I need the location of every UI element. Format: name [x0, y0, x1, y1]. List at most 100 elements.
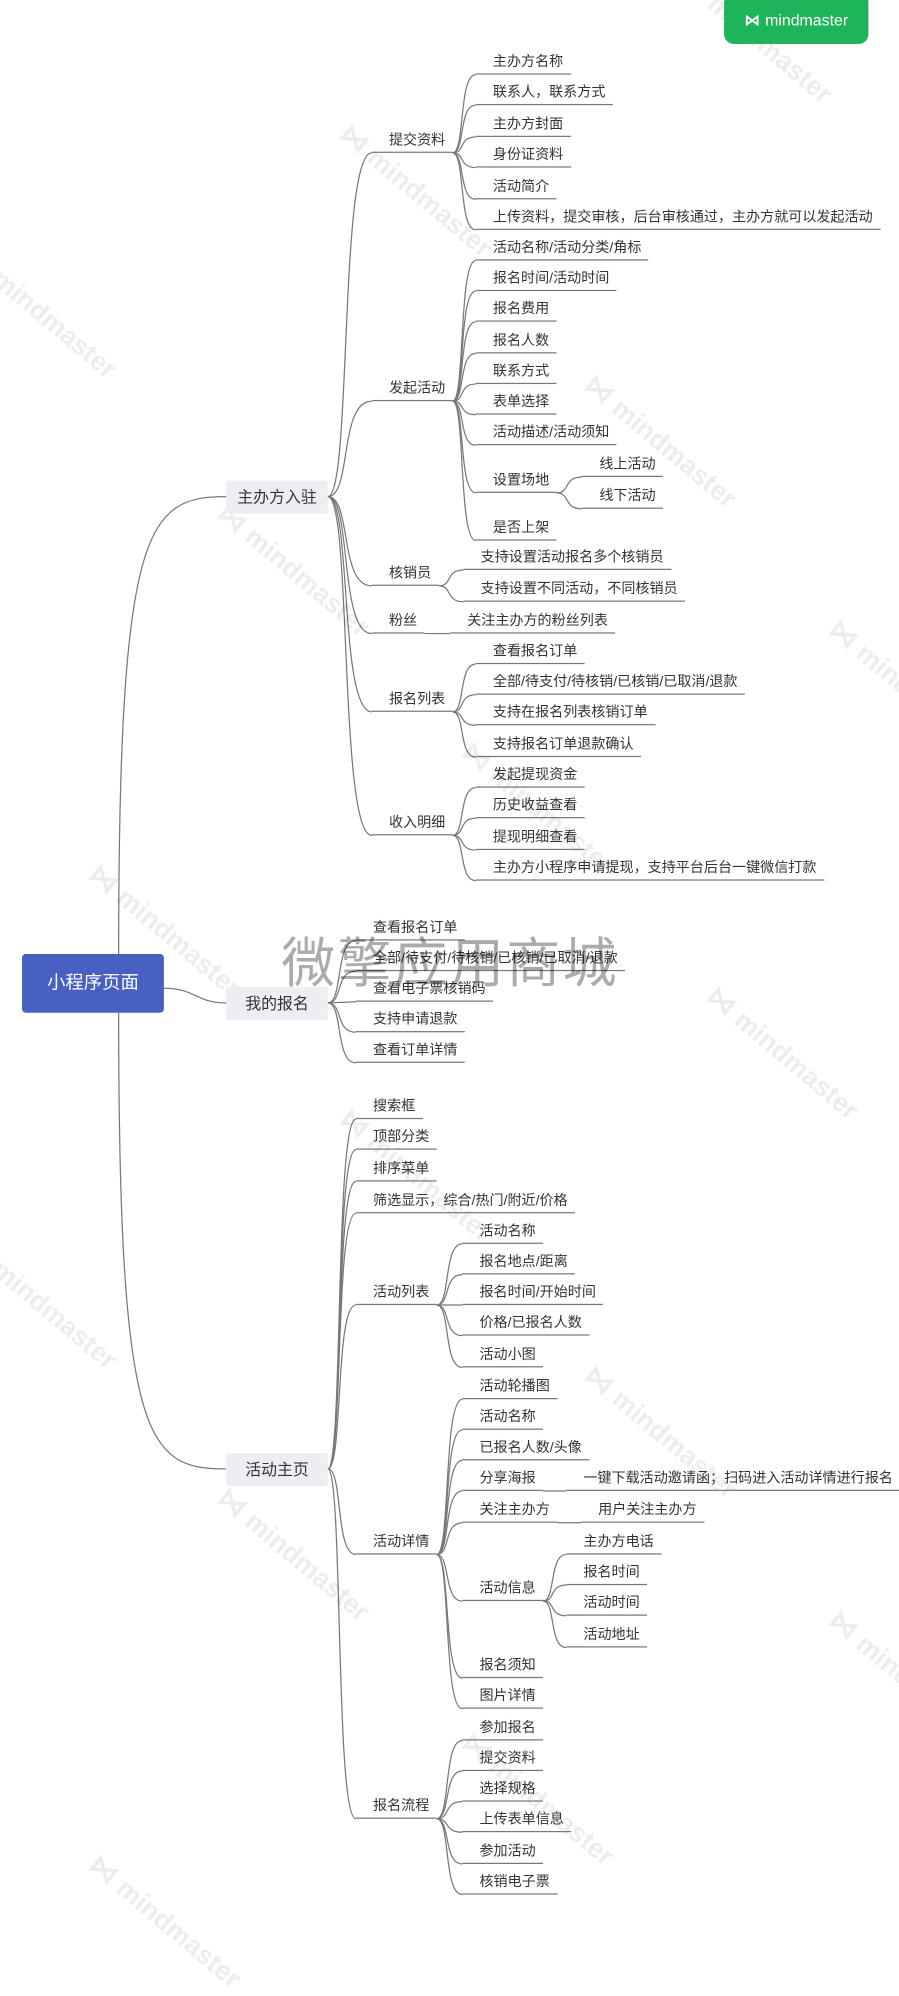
mindmap-node: 活动时间	[566, 1595, 648, 1616]
mindmap-node: 活动名称	[462, 1409, 544, 1430]
mindmap-node: 提交资料	[462, 1750, 544, 1772]
connector-line	[327, 1468, 357, 1556]
connector-line	[436, 1304, 463, 1337]
connector-line	[452, 787, 476, 836]
mindmap-node: 查看电子票核销码	[355, 981, 493, 1002]
mindmap-node: 线上活动	[582, 456, 663, 478]
mindmap-node: 全部/待支付/待核销/已核销/已取消/退款	[475, 674, 745, 695]
connector-line	[452, 400, 476, 446]
connector-line	[327, 1468, 357, 1820]
mindmap-node: 收入明细	[371, 815, 453, 836]
connector-line	[327, 495, 372, 587]
connector-line	[436, 1304, 463, 1369]
mindmap-node: 查看报名订单	[475, 643, 585, 665]
connector-line	[439, 585, 464, 603]
connector-line	[452, 136, 476, 154]
mindmap-node: 粉丝	[371, 613, 425, 634]
mindmap-node: 核销电子票	[462, 1874, 558, 1895]
mindmap-node: 查看报名订单	[355, 920, 465, 941]
connector-line	[436, 1818, 463, 1865]
connector-line	[436, 1739, 463, 1820]
mindmap-node: 联系方式	[475, 363, 557, 385]
mindmap-node: 支持申请退款	[355, 1012, 465, 1033]
mindmap-node: 活动地址	[566, 1627, 648, 1648]
connector-line	[452, 834, 476, 882]
mindmap-node: 活动详情	[355, 1534, 437, 1555]
connector-line	[436, 1429, 463, 1556]
mindmap-node: 支持报名订单退款确认	[475, 736, 641, 758]
connector-line	[327, 970, 356, 1004]
mindmap-node: 支持设置活动报名多个核销员	[463, 549, 671, 570]
root-node: 小程序页面	[22, 954, 164, 1013]
mindmap-node: 主办方名称	[475, 54, 571, 75]
mindmap-node: 联系人，联系方式	[475, 84, 613, 106]
connector-line	[452, 817, 476, 836]
connector-line	[542, 1600, 567, 1649]
branch-node: 主办方入驻	[226, 480, 328, 514]
mindmap-node: 活动小图	[462, 1347, 544, 1368]
connector-line	[327, 495, 373, 836]
connector-line	[118, 1012, 227, 1470]
connector-line	[436, 1553, 463, 1710]
mindmap-node: 搜索框	[355, 1098, 423, 1120]
mindmap-node: 核销员	[371, 565, 439, 586]
connector-line	[452, 663, 476, 713]
connector-line	[452, 383, 476, 402]
connector-line	[436, 1243, 463, 1306]
mindmap-node: 关注主办方的粉丝列表	[450, 613, 616, 634]
mindmap-node: 线下活动	[582, 488, 663, 509]
connector-line	[452, 152, 476, 231]
mindmap-node: 活动简介	[475, 179, 557, 200]
connector-line	[542, 1553, 567, 1602]
connector-line	[327, 495, 372, 635]
mindmap-node: 活动名称/活动分类/角标	[475, 240, 649, 261]
mindmap-node: 报名时间	[566, 1564, 648, 1586]
mindmap-node: 提现明细查看	[475, 829, 585, 851]
mindmap-node: 一键下载活动邀请函；扫码进入活动详情进行报名	[566, 1470, 899, 1491]
mindmap-node: 是否上架	[475, 520, 557, 541]
mindmap-node: 全部/待支付/待核销/已核销/已取消/退款	[355, 950, 625, 972]
mindmap-node: 报名地点/距离	[462, 1254, 576, 1275]
mindmap-node: 报名列表	[371, 691, 453, 712]
mindmap-node: 分享海报	[462, 1470, 544, 1491]
mindmap-node: 发起提现资金	[475, 767, 585, 788]
connector-line	[451, 290, 477, 402]
connector-line	[327, 1002, 356, 1033]
connector-line	[436, 1770, 463, 1820]
connector-line	[556, 476, 583, 494]
mindmap-node: 参加报名	[462, 1720, 544, 1741]
connector-line	[452, 104, 476, 154]
mindmap-node: 报名流程	[355, 1798, 437, 1819]
connector-line	[439, 569, 464, 587]
connector-line	[327, 1149, 357, 1470]
mindmap-node: 表单选择	[475, 394, 557, 415]
connector-line	[327, 152, 373, 498]
mindmap-node: 身份证资料	[475, 147, 571, 168]
connector-line	[452, 352, 476, 402]
mindmap-node: 筛选显示，综合/热门/附近/价格	[355, 1193, 575, 1214]
mindmap-node: 主办方小程序申请提现，支持平台后台一键微信打款	[475, 860, 824, 881]
mindmap-node: 活动列表	[355, 1284, 437, 1306]
connector-line	[556, 492, 583, 510]
connector-line	[436, 1459, 463, 1556]
connector-line	[436, 1398, 463, 1556]
connector-layer	[118, 73, 583, 1896]
connector-line	[436, 1490, 463, 1556]
mindmap-node: 活动描述/活动须知	[475, 424, 617, 446]
mindmap-node: 上传资料，提交审核，后台审核通过，主办方就可以发起活动	[475, 209, 881, 230]
mindmaster-logo: ⋈mindmaster	[724, 0, 869, 45]
connector-line	[542, 1584, 567, 1602]
mindmap-node: 排序菜单	[355, 1161, 437, 1182]
connector-line	[163, 987, 227, 1004]
branch-node: 我的报名	[226, 987, 328, 1021]
connector-line	[452, 711, 476, 758]
mindmap-node: 支持设置不同活动，不同核销员	[463, 581, 685, 602]
mindmap-node: 已报名人数/头像	[462, 1440, 590, 1461]
connector-line	[436, 1818, 463, 1896]
connector-line	[327, 400, 372, 498]
mindmap-node: 查看订单详情	[355, 1042, 465, 1063]
connector-line	[436, 1801, 463, 1820]
mindmap-node: 参加活动	[462, 1843, 544, 1865]
connector-line	[452, 152, 476, 200]
